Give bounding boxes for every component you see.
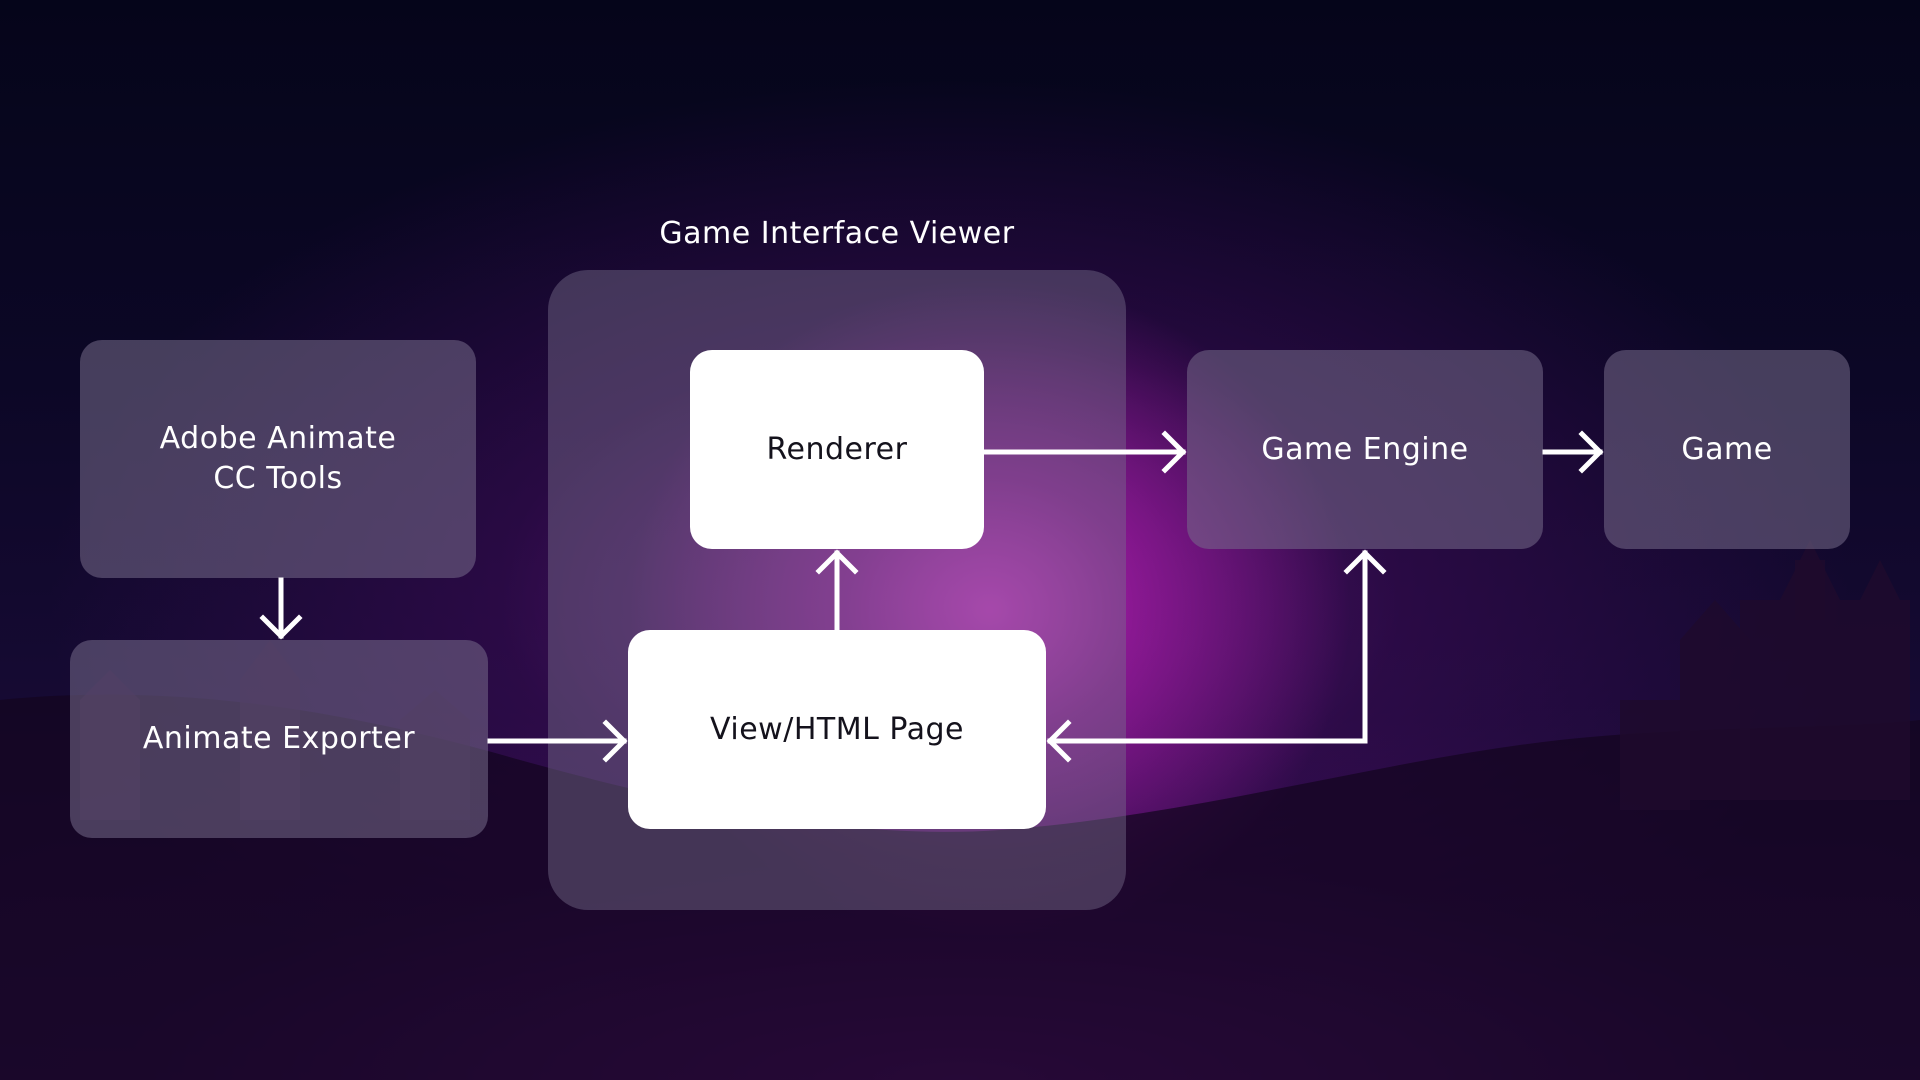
node-label: View/HTML Page [710, 711, 964, 747]
node-label: Animate Exporter [142, 721, 416, 756]
node-label: Game Engine [1261, 431, 1469, 467]
node-renderer: Renderer [690, 350, 984, 549]
castle-right-silhouette [1620, 540, 1910, 810]
node-game: Game [1604, 350, 1850, 549]
group-title: Game Interface Viewer [659, 216, 1015, 251]
node-adobe-animate-cc-tools: Adobe Animate CC Tools [80, 340, 476, 578]
node-label: Adobe Animate CC Tools [159, 421, 397, 496]
node-game-engine: Game Engine [1187, 350, 1543, 549]
node-animate-exporter: Animate Exporter [70, 640, 488, 838]
node-view-html-page: View/HTML Page [628, 630, 1046, 829]
node-label: Renderer [766, 431, 908, 467]
node-label: Game [1681, 431, 1773, 467]
